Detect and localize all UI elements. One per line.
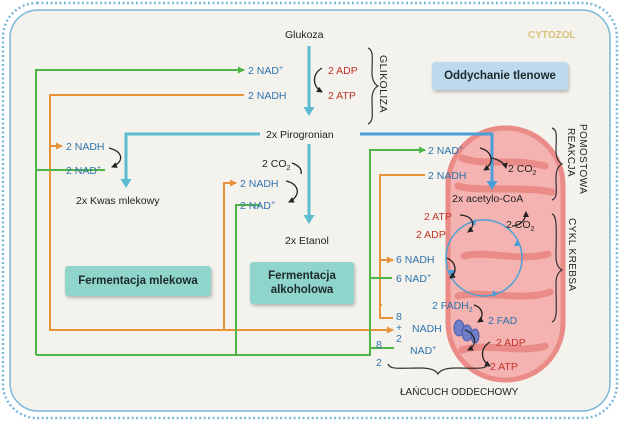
- sum-plus: +: [396, 322, 402, 334]
- krebs-adp-label: 2 ADP: [416, 229, 446, 241]
- bridge-nadh-label: 2 NADH: [428, 170, 467, 182]
- aerobic-respiration-box: Oddychanie tlenowe: [432, 62, 568, 90]
- sum-two: 2: [396, 333, 402, 345]
- chain-nadh-label: NADH: [412, 323, 442, 335]
- glucose-label: Glukoza: [285, 29, 324, 41]
- lactic-fermentation-box: Fermentacja mlekowa: [65, 266, 211, 296]
- acetyl-coa-label: 2x acetylo-CoA: [452, 193, 523, 205]
- lactic-nad-label: 2 NAD+: [66, 165, 101, 177]
- lactic-fermentation-label: Fermentacja mlekowa: [78, 274, 198, 287]
- alcoholic-nad-label: 2 NAD+: [240, 200, 275, 212]
- sum-two-bottom: 2: [376, 357, 382, 369]
- brackets: [367, 47, 564, 376]
- co2-krebs-label: 2 CO2: [506, 219, 535, 233]
- krebs-fad-label: 2 FAD: [488, 315, 518, 327]
- lactic-nadh-label: 2 NADH: [66, 141, 105, 153]
- krebs-atp-label: 2 ATP: [424, 211, 452, 223]
- glycolysis-atp-label: 2 ATP: [328, 90, 356, 102]
- chain-adp-label: 2 ADP: [496, 337, 526, 349]
- co2-bridge-label: 2 CO2: [508, 163, 537, 177]
- nad-lines: [35, 66, 426, 356]
- co2-ethanol-label: 2 CO2: [262, 158, 291, 172]
- alcoholic-fermentation-label-line2: alkoholowa: [270, 284, 334, 296]
- reaction-curl-arrows: [108, 67, 529, 367]
- alcoholic-nadh-label: 2 NADH: [240, 178, 279, 190]
- bridge-reaction-label-line2: POMOSTOWA: [577, 124, 588, 194]
- main-pathway-arrows: [120, 46, 315, 224]
- aerobic-respiration-label: Oddychanie tlenowe: [444, 69, 556, 82]
- chain-atp-label: 2 ATP: [490, 361, 518, 373]
- lactic-acid-label: 2x Kwas mlekowy: [76, 195, 160, 207]
- cytosol-label: CYTOZOL: [528, 30, 576, 41]
- sum-eight-top: 8: [396, 311, 402, 323]
- bridge-reaction-label-line1: REAKCJA: [565, 128, 576, 177]
- krebs-cycle-circle: [445, 219, 523, 297]
- alcoholic-fermentation-box: Fermentacja alkoholowa: [250, 262, 354, 304]
- electron-chain-label: ŁAŃCUCH ODDECHOWY: [400, 385, 519, 398]
- bridge-arrow: [360, 132, 498, 190]
- bridge-nad-label: 2 NAD+: [428, 145, 463, 157]
- krebs-cycle-label: CYKL KREBSA: [566, 218, 577, 292]
- glycolysis-nadh-label: 2 NADH: [248, 90, 287, 102]
- krebs-nadh-label: 6 NADH: [396, 254, 435, 266]
- glycolysis-nad-label: 2 NAD+: [248, 65, 283, 77]
- glycolysis-label: GLIKOLIZA: [377, 55, 389, 113]
- krebs-nad-label: 6 NAD+: [396, 273, 431, 285]
- sum-eight-bottom: 8: [376, 339, 382, 351]
- ethanol-label: 2x Etanol: [285, 235, 329, 247]
- pyruvate-label: 2x Pirogronian: [266, 129, 334, 141]
- glycolysis-adp-label: 2 ADP: [328, 65, 358, 77]
- alcoholic-fermentation-label-line1: Fermentacja: [268, 269, 336, 282]
- krebs-fadh2-label: 2 FADH2: [432, 300, 473, 314]
- chain-nad-label: NAD+: [410, 345, 436, 357]
- nadh-lines: [49, 94, 425, 334]
